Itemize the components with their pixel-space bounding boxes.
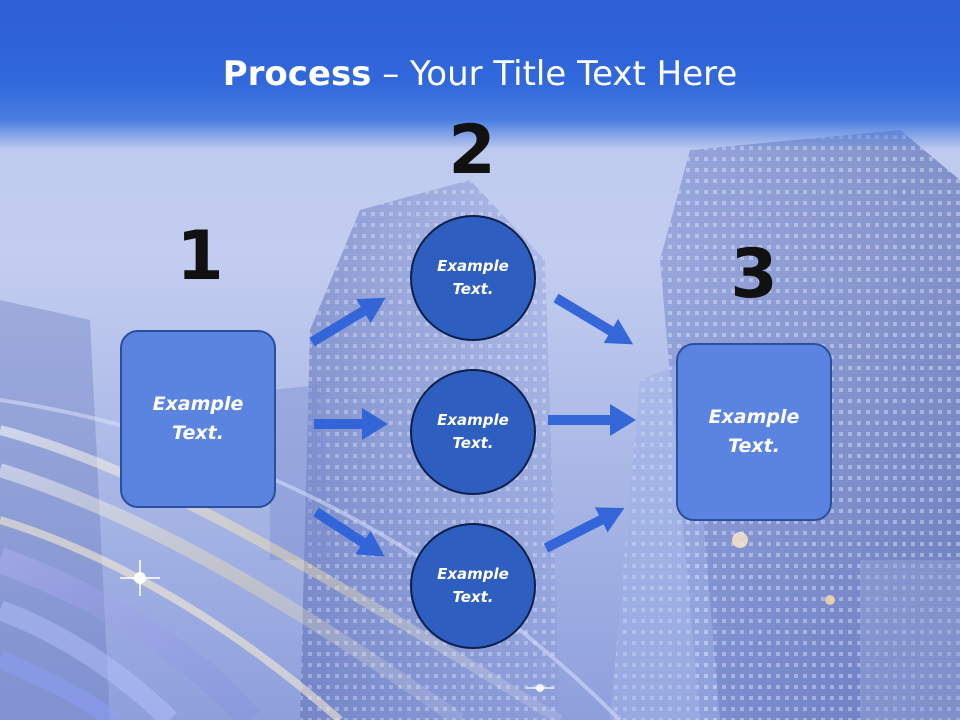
arrow-step1-to-bottom xyxy=(313,507,385,557)
step-number-2: 2 xyxy=(448,111,496,190)
step2-circle-top[interactable]: Example Text. xyxy=(410,215,536,341)
step-number-1: 1 xyxy=(176,217,224,296)
step2-circle-bottom[interactable]: Example Text. xyxy=(410,523,536,649)
title-bar xyxy=(0,0,960,150)
step1-box-label: Example Text. xyxy=(152,393,244,444)
step2-circle-middle[interactable]: Example Text. xyxy=(410,369,536,495)
slide-title: Process – Your Title Text Here xyxy=(0,52,960,96)
arrow-top-to-step3 xyxy=(553,293,634,345)
step3-box-label: Example Text. xyxy=(708,406,800,457)
step1-box[interactable]: Example Text. xyxy=(120,330,276,508)
circle-top-label: Example Text. xyxy=(437,257,509,298)
title-bold-part: Process xyxy=(222,54,372,94)
arrow-step1-to-top xyxy=(309,297,386,347)
step3-box[interactable]: Example Text. xyxy=(676,343,832,521)
arrow-step1-to-middle xyxy=(314,408,388,440)
circle-middle-label: Example Text. xyxy=(437,411,509,452)
arrow-middle-to-step3 xyxy=(548,404,636,436)
circle-bottom-label: Example Text. xyxy=(437,565,509,606)
step-number-3: 3 xyxy=(730,235,778,314)
title-rest-part: – Your Title Text Here xyxy=(371,54,738,94)
arrow-bottom-to-step3 xyxy=(543,507,625,553)
